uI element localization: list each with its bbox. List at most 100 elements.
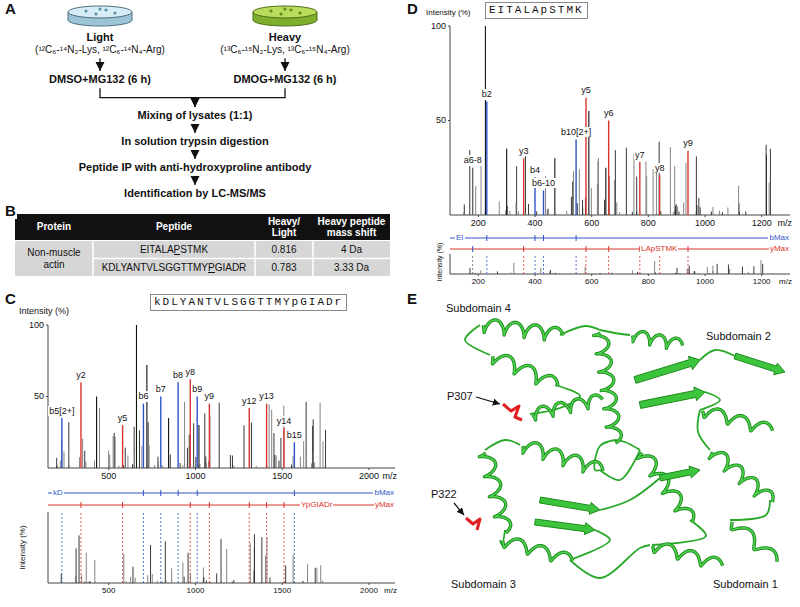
spectrum-peak: [84, 582, 85, 583]
spectrum-peak: [525, 212, 526, 215]
spectrum-peak: [249, 408, 250, 468]
spectrum-peak: [95, 581, 96, 583]
spectrum-peak: [685, 163, 686, 215]
fragment-marker: [80, 512, 81, 583]
spectrum-peak: [243, 425, 244, 468]
spectrum-peak: [188, 553, 189, 583]
spectrum-peak: [723, 273, 724, 274]
table-cell: Non-muscle actin: [15, 241, 93, 276]
step-text: Light: [35, 31, 165, 44]
ladder-tick: [266, 502, 267, 508]
y-ion-ladder: [48, 505, 395, 506]
spectrum-peak: [573, 171, 574, 215]
spectrum-peak: [472, 168, 473, 215]
alpha-helix: [594, 333, 622, 443]
beta-strand: [540, 497, 600, 514]
peptide-sequence: kDLYANTVLSGGTTMYpGIADr: [150, 294, 347, 311]
tick-label: 1500: [271, 471, 293, 481]
tick-mark: [46, 325, 48, 326]
tick-mark: [705, 274, 706, 276]
peak-label: b8: [172, 370, 184, 380]
spectrum-peak: [722, 212, 723, 215]
spectrum-peak: [481, 160, 482, 215]
tick-label: 1000: [186, 586, 206, 595]
spectrum-peak: [266, 537, 267, 583]
spectrum-peak: [307, 564, 308, 583]
table-rule: [254, 241, 256, 276]
fragment-marker: [472, 254, 473, 274]
spectrum-peak: [233, 580, 234, 583]
spectrum-peak: [516, 166, 517, 215]
alpha-helix: [492, 356, 557, 387]
tick-label: 50: [33, 391, 45, 401]
spectrum-peak: [510, 272, 511, 274]
table-rule: [92, 241, 94, 276]
tick-mark: [535, 274, 536, 276]
alpha-helix: [492, 356, 557, 387]
flow-step: Heavy(¹³C₆-¹⁵N₂-Lys, ¹³C₆-¹⁵N₄-Arg): [216, 30, 353, 57]
ladder-tick: [283, 502, 284, 508]
table-cell: Heavy peptide mass shift: [313, 214, 390, 240]
spectrum-peak: [689, 266, 690, 274]
spectrum-peak: [729, 269, 730, 274]
spectrum-peak: [540, 268, 541, 274]
leader-arrow: [476, 397, 500, 404]
tick-mark: [448, 26, 450, 27]
peak-label: a6-8: [463, 155, 483, 165]
spectrum-peak: [727, 207, 728, 215]
spectrum-peak: [85, 462, 86, 468]
tick-label: 800: [640, 218, 657, 228]
table-grid: [15, 214, 390, 276]
table-cell: Protein: [15, 214, 93, 240]
beta-strand: [734, 353, 785, 375]
spectrum-peak: [285, 565, 286, 583]
spectrum-peak: [687, 151, 688, 215]
spectrum-peak: [143, 404, 144, 468]
spectrum-peak: [84, 451, 85, 468]
tick-label: 500: [100, 471, 117, 481]
spectrum-peak: [230, 455, 231, 468]
spectrum-peak: [594, 273, 595, 274]
spectrum-peak: [132, 567, 133, 583]
fragment-marker: [283, 512, 284, 583]
coil-loop: [570, 530, 610, 560]
spectrum-peak: [536, 211, 537, 215]
spectrum-peak: [171, 568, 172, 583]
beta-strand: [634, 356, 700, 383]
spectrum-peak: [605, 168, 606, 215]
spectrum-peak: [170, 454, 171, 468]
spectrum-peak: [165, 541, 166, 583]
spectrum-peak: [598, 158, 599, 215]
spectrum-peak: [61, 418, 62, 468]
table-cell: KDLYANTVLSGGTTMYPGIADR: [93, 259, 255, 276]
spectrum-peak: [291, 464, 292, 468]
coil-loop: [652, 520, 706, 545]
spectrum-peak: [579, 169, 580, 215]
cell-dot: [269, 9, 272, 12]
spectrum-peak: [571, 197, 572, 215]
flow-arrow: [194, 150, 195, 159]
ladder-tick: [472, 246, 473, 252]
spectrum-peak: [216, 573, 217, 583]
ladder-tick: [143, 490, 144, 496]
spectrum-peak: [199, 464, 200, 468]
spectrum-peak: [766, 145, 767, 215]
spectrum-peak: [269, 578, 270, 583]
fragment-marker: [543, 254, 544, 274]
spectrum-peak: [591, 188, 592, 215]
spectrum-peak: [696, 205, 697, 215]
spectrum-peak: [192, 466, 193, 468]
cell-dot: [113, 11, 116, 14]
spectrum-peak: [678, 212, 679, 215]
fragment-marker: [209, 512, 210, 583]
y-axis: [450, 254, 451, 274]
spectrum-peak: [616, 202, 617, 215]
spectrum-peak: [712, 207, 713, 215]
spectrum-peak: [600, 273, 601, 275]
spectrum-peak: [619, 212, 620, 215]
spectrum-peak: [464, 204, 465, 215]
alpha-helix: [637, 453, 693, 523]
spectrum-peak: [709, 273, 710, 275]
